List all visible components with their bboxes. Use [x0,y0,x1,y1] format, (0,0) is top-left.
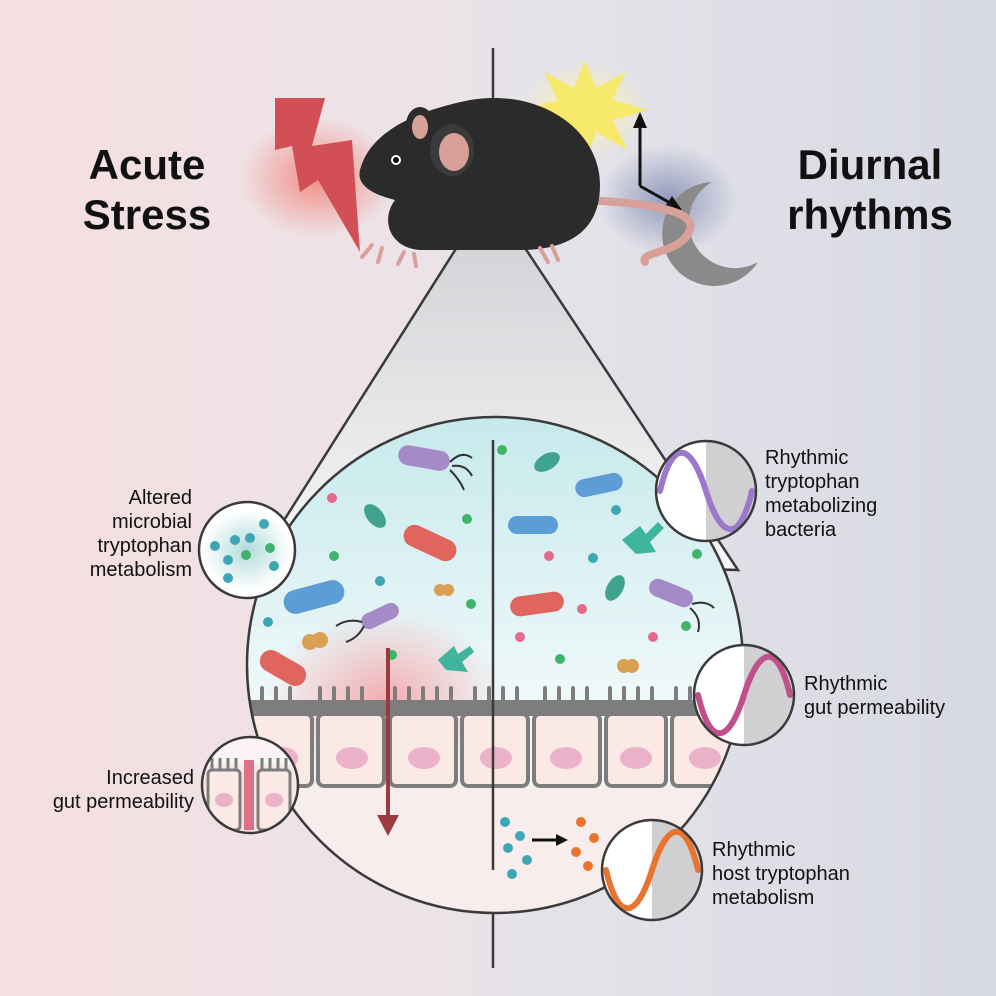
bacteria-icon [259,445,715,686]
night-glow [598,145,738,255]
label-line: host tryptophan [712,863,850,885]
moon-icon [662,182,758,286]
sine-wave-icon [657,449,755,533]
label-line: bacteria [765,519,837,541]
sine-wave-icon [695,653,793,737]
label-line: Rhythmic [712,839,796,861]
label-rhythmic-permeability: Rhythmic gut permeability [804,672,989,720]
acute-stress-title: Acute Stress [62,140,232,240]
label-increased-permeability: Increased gut permeability [10,766,194,814]
sine-wave-icon [603,828,701,912]
label-line: Rhythmic [804,673,888,695]
inset-increased-permeability [200,735,300,835]
inset-rhythmic-permeability [692,643,796,747]
label-line: metabolism [89,559,192,581]
label-rhythmic-host: Rhythmic host tryptophan metabolism [712,838,912,910]
cycle-arrows [633,112,682,210]
label-line: microbial [111,511,192,533]
label-line: metabolism [712,887,815,909]
label-rhythmic-bacteria: Rhythmic tryptophan metabolizing bacteri… [765,446,965,542]
inset-altered-microbial [197,500,297,600]
title-line: rhythms [787,191,953,238]
mouse-illustration [359,97,695,268]
label-line: tryptophan [97,535,192,557]
label-line: gut permeability [804,697,946,719]
label-altered-microbial: Altered microbial tryptophan metabolism [40,486,192,582]
label-line: Altered [128,487,192,509]
label-line: Increased [106,767,194,789]
title-line: Diurnal [797,141,943,188]
title-line: Acute [88,141,206,188]
diurnal-rhythms-title: Diurnal rhythms [770,140,970,240]
label-line: metabolizing [765,495,878,517]
inset-rhythmic-bacteria [654,439,758,543]
label-line: tryptophan [765,471,860,493]
label-line: gut permeability [52,791,194,813]
inset-rhythmic-host [600,818,704,922]
lightning-bolt-icon [275,98,360,252]
title-line: Stress [82,191,212,238]
label-line: Rhythmic [765,447,849,469]
